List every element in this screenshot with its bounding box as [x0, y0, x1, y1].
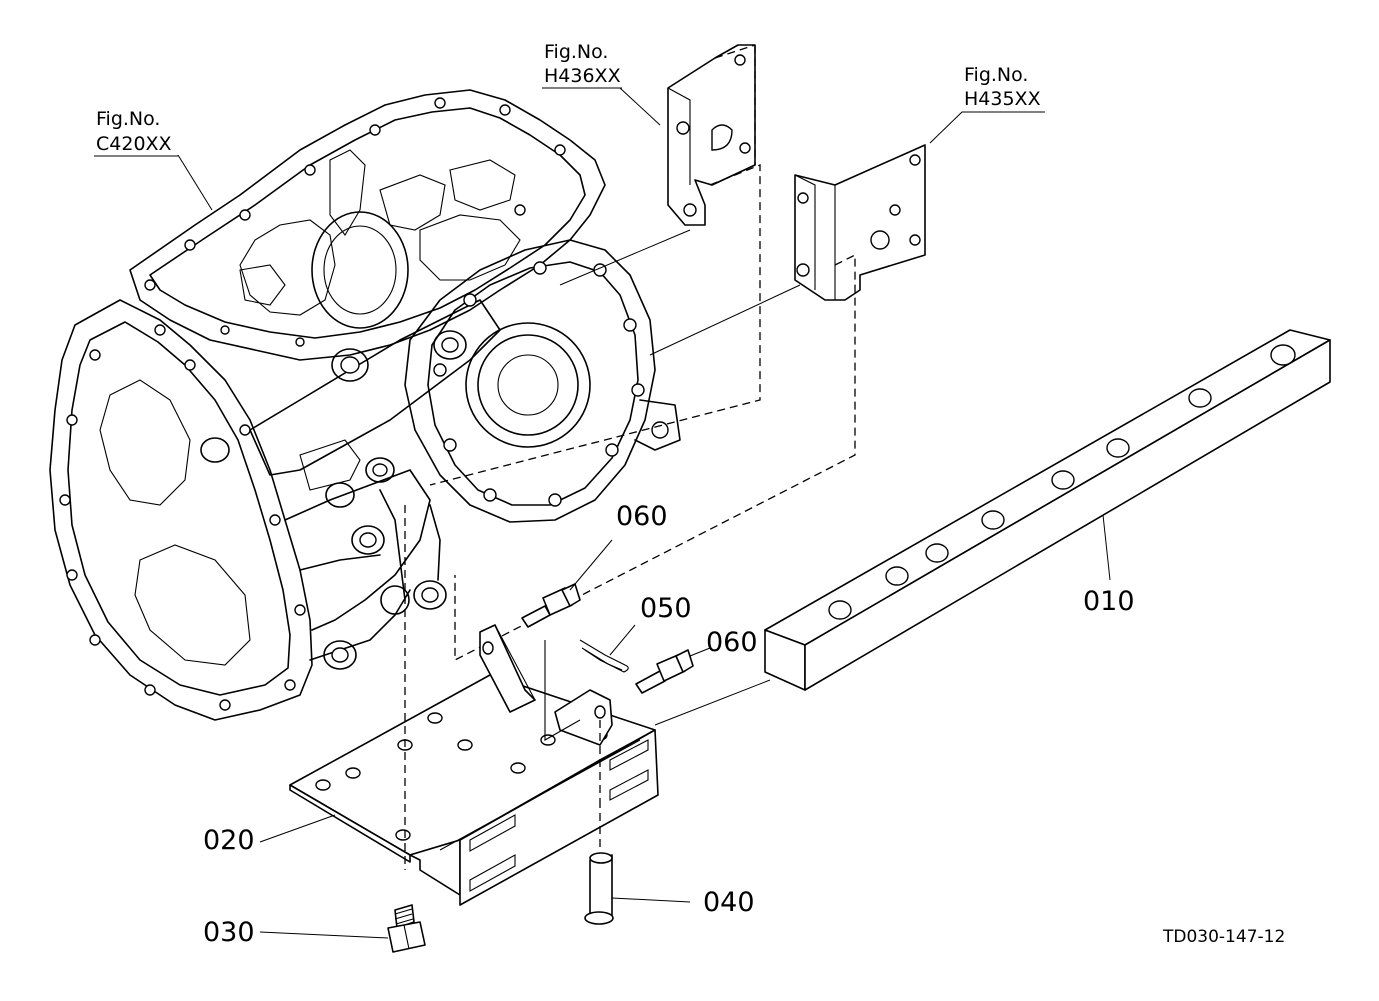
part-030-bolt: [259, 904, 426, 953]
figure-ref-h436: Fig.No. H436XX: [542, 41, 622, 89]
label-010: 010: [1083, 586, 1135, 617]
transmission-case: [49, 89, 681, 721]
figure-ref-h435: Fig.No. H435XX: [964, 64, 1041, 110]
fig-code-h435: H435XX: [964, 88, 1041, 110]
part-040-pin: [584, 800, 691, 925]
label-050: 050: [640, 593, 692, 624]
fig-label-h436: Fig.No.: [544, 41, 608, 63]
fig-label-h435: Fig.No.: [964, 64, 1028, 86]
part-060-nipple-upper: [521, 539, 613, 628]
fig-label-c420: Fig.No.: [96, 108, 160, 130]
figure-ref-c420: Fig.No. C420XX: [94, 108, 178, 157]
fig-code-c420: C420XX: [96, 133, 172, 155]
label-060-upper: 060: [616, 501, 668, 532]
label-060-lower: 060: [706, 627, 758, 658]
label-030: 030: [203, 917, 255, 948]
fig-code-h436: H436XX: [544, 65, 621, 87]
label-040: 040: [703, 887, 755, 918]
part-060-nipple-lower: [635, 647, 711, 694]
bracket-h436: [429, 44, 761, 486]
part-010-drawbar: [654, 329, 1331, 726]
label-020: 020: [203, 825, 255, 856]
drawing-code: TD030-147-12: [1162, 927, 1285, 947]
part-020-hitch-plate: [259, 505, 659, 906]
part-050-clip: [579, 624, 636, 673]
bracket-h435: [454, 111, 1045, 662]
